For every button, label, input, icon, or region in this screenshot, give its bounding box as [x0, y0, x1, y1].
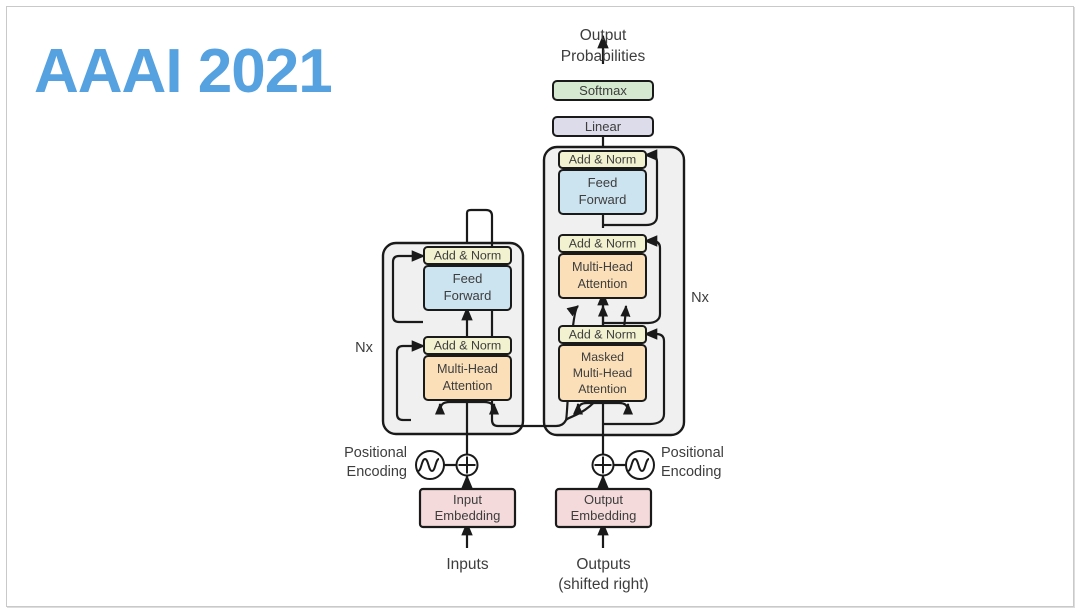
- encoder-mha-label-1: Multi-Head: [437, 362, 498, 376]
- encoder-block-add-norm-lower: Add & Norm: [423, 336, 512, 355]
- encoder-input-embedding-label-2: Embedding: [435, 508, 501, 523]
- encoder-positional-encoding-label-1: Positional: [344, 445, 407, 461]
- decoder-add-norm-top-label: Add & Norm: [569, 153, 636, 167]
- sine-wave-icon: [625, 450, 655, 480]
- decoder-masked-qkv-connector: [572, 401, 634, 415]
- encoder-block-add-norm-upper: Add & Norm: [423, 246, 512, 265]
- decoder-feed-forward-label-2: Forward: [579, 192, 627, 207]
- decoder-block-feed-forward: Feed Forward: [558, 169, 647, 215]
- decoder-repeat-label: Nx: [691, 290, 709, 306]
- encoder-feed-forward-label-2: Forward: [444, 288, 492, 303]
- encoder-feed-forward-label-1: Feed: [453, 271, 483, 286]
- decoder-add-norm-middle-label: Add & Norm: [569, 237, 636, 251]
- linear-block: Linear: [552, 116, 654, 137]
- decoder-masked-mha-label-3: Attention: [578, 382, 627, 396]
- decoder-block-add-norm-top: Add & Norm: [558, 150, 647, 169]
- decoder-feed-forward-label-1: Feed: [588, 175, 618, 190]
- decoder-mha-label-2: Attention: [578, 277, 628, 291]
- decoder-output-embedding-label-2: Embedding: [571, 508, 637, 523]
- encoder-block-multi-head-attention: Multi-Head Attention: [423, 355, 512, 401]
- encoder-add-norm-upper-label: Add & Norm: [434, 249, 501, 263]
- encoder-positional-encoding: Positional Encoding: [344, 445, 479, 480]
- encoder-repeat-label: Nx: [355, 340, 373, 356]
- decoder-add-operator-icon: [591, 453, 615, 477]
- encoder-block-feed-forward: Feed Forward: [423, 265, 512, 311]
- encoder-input-embedding: Input Embedding: [418, 487, 517, 529]
- encoder-qkv-connector: [434, 400, 500, 415]
- page-title: AAAI 2021: [34, 37, 333, 106]
- encoder-inputs-label: Inputs: [446, 556, 488, 573]
- decoder-masked-mha-label-2: Multi-Head: [573, 366, 633, 380]
- decoder-add-norm-bottom-label: Add & Norm: [569, 328, 636, 342]
- encoder-positional-encoding-label-2: Encoding: [347, 464, 407, 480]
- linear-label: Linear: [585, 119, 622, 134]
- decoder-outputs-label-2: (shifted right): [558, 576, 648, 593]
- decoder-mha-label-1: Multi-Head: [572, 260, 633, 274]
- encoder-residual-connections: [391, 250, 426, 422]
- encoder-mha-label-2: Attention: [443, 379, 493, 393]
- encoder-add-norm-lower-label: Add & Norm: [434, 339, 501, 353]
- sine-wave-icon: [415, 450, 445, 480]
- output-probabilities-label-1: Output: [580, 27, 627, 44]
- decoder-output-embedding-label-1: Output: [584, 492, 623, 507]
- decoder-positional-encoding-label-2: Encoding: [661, 464, 721, 480]
- decoder-block-add-norm-middle: Add & Norm: [558, 234, 647, 253]
- decoder-residual-connections: [603, 149, 666, 426]
- encoder-input-embedding-label-1: Input: [453, 492, 482, 507]
- encoder-add-operator-icon: [455, 453, 479, 477]
- decoder-masked-mha-label-1: Masked: [581, 350, 624, 364]
- decoder-block-add-norm-bottom: Add & Norm: [558, 325, 647, 344]
- softmax-block: Softmax: [552, 80, 654, 101]
- softmax-label: Softmax: [579, 83, 627, 98]
- decoder-output-embedding: Output Embedding: [554, 487, 653, 529]
- decoder-block-multi-head-attention: Multi-Head Attention: [558, 253, 647, 299]
- decoder-block-masked-multi-head-attention: Masked Multi-Head Attention: [558, 344, 647, 402]
- decoder-outputs-label-1: Outputs: [576, 556, 631, 573]
- decoder-positional-encoding: Positional Encoding: [591, 445, 724, 480]
- decoder-positional-encoding-label-1: Positional: [661, 445, 724, 461]
- output-probabilities-label-2: Probabilities: [561, 48, 646, 65]
